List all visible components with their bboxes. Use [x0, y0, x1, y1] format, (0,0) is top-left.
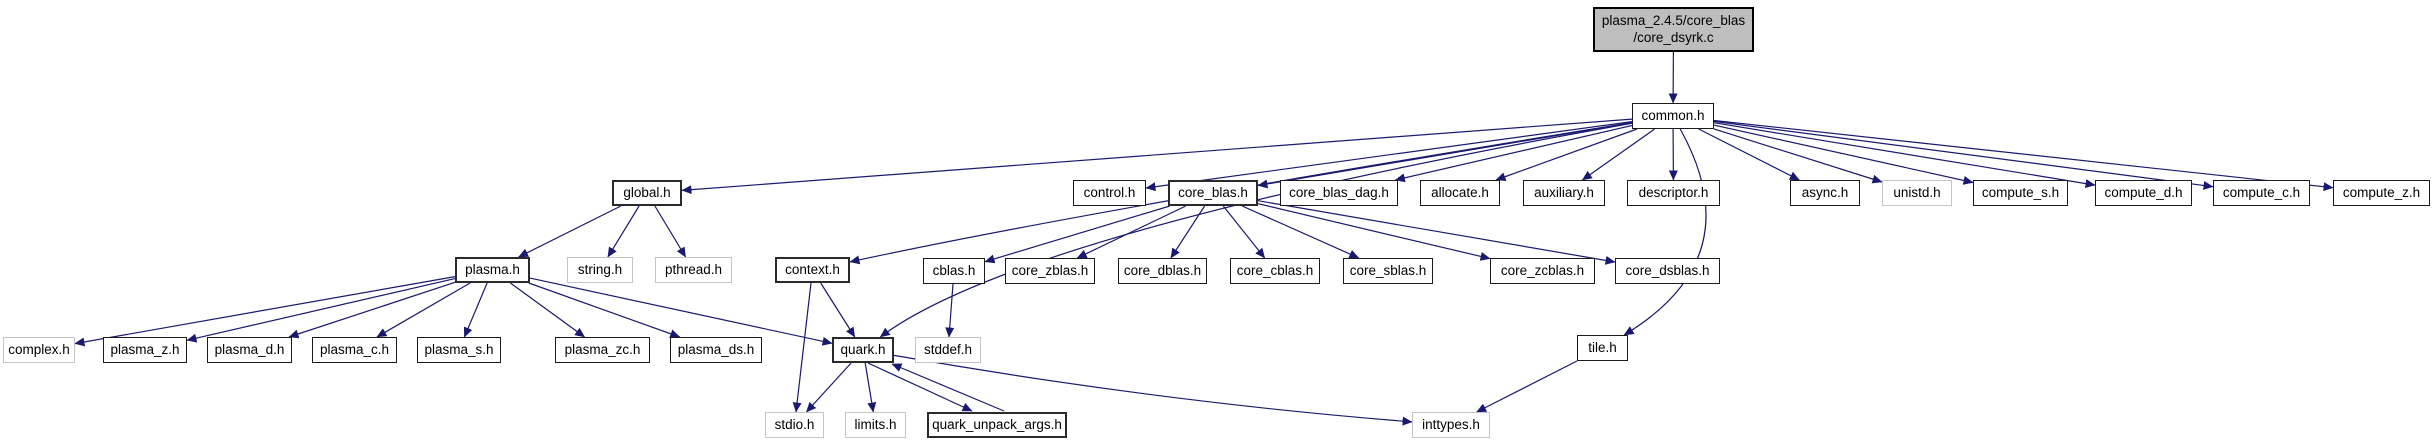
- edge-plasma-to-plasma-c: [376, 282, 471, 338]
- node-cblas[interactable]: cblas.h: [923, 258, 985, 284]
- node-core-dsblas[interactable]: core_dsblas.h: [1615, 258, 1720, 284]
- edge-plasma-to-plasma-ds: [528, 282, 681, 339]
- node-compute-c[interactable]: compute_c.h: [2213, 180, 2310, 206]
- node-descriptor[interactable]: descriptor.h: [1627, 180, 1720, 206]
- node-auxiliary[interactable]: auxiliary.h: [1523, 180, 1605, 206]
- node-plasma-zc[interactable]: plasma_zc.h: [555, 337, 650, 363]
- edge-core-blas-to-core-zcblas: [1257, 203, 1491, 261]
- node-quark[interactable]: quark.h: [832, 337, 894, 363]
- node-plasma-s[interactable]: plasma_s.h: [417, 337, 501, 363]
- edge-common-to-compute-z: [1713, 119, 2334, 192]
- node-plasma[interactable]: plasma.h: [455, 257, 530, 283]
- edge-cblas-to-stddef: [945, 283, 955, 338]
- edge-quark-to-stdio: [805, 362, 852, 413]
- edge-common-to-allocate: [1495, 128, 1638, 182]
- edge-plasma-to-plasma-z: [186, 278, 456, 343]
- node-core-blas[interactable]: core_blas.h: [1168, 180, 1258, 206]
- edge-quark-unpack-args-to-quark: [891, 363, 1005, 412]
- node-common[interactable]: common.h: [1632, 103, 1714, 129]
- edge-core-blas-to-core-dblas: [1170, 205, 1206, 259]
- node-core-sblas[interactable]: core_sblas.h: [1343, 258, 1433, 284]
- node-inttypes[interactable]: inttypes.h: [1412, 412, 1490, 438]
- edge-plasma-to-quark: [529, 277, 833, 346]
- node-compute-d[interactable]: compute_d.h: [2095, 180, 2192, 206]
- edge-plasma-to-plasma-d: [288, 281, 456, 339]
- edge-common-to-compute-d: [1713, 122, 2096, 189]
- edge-common-to-async: [1698, 128, 1800, 181]
- node-context[interactable]: context.h: [775, 257, 850, 283]
- node-plasma-z[interactable]: plasma_z.h: [103, 337, 187, 363]
- edge-core-blas-to-cblas: [984, 205, 1170, 264]
- edge-common-to-context: [849, 122, 1633, 265]
- node-control[interactable]: control.h: [1073, 180, 1146, 206]
- edge-global-to-plasma: [518, 205, 622, 258]
- edge-common-to-compute-s: [1713, 124, 1974, 185]
- node-stdio[interactable]: stdio.h: [765, 412, 824, 438]
- edge-context-to-quark: [820, 282, 856, 338]
- edge-common-to-compute-c: [1713, 120, 2214, 190]
- edge-plasma-to-plasma-s: [463, 282, 488, 338]
- node-plasma-ds[interactable]: plasma_ds.h: [670, 337, 762, 363]
- node-complex[interactable]: complex.h: [3, 337, 75, 363]
- node-quark-unpack-args[interactable]: quark_unpack_args.h: [927, 412, 1067, 438]
- node-tile[interactable]: tile.h: [1577, 335, 1628, 361]
- edge-context-to-stdio: [792, 282, 812, 413]
- edge-common-to-global: [681, 118, 1633, 195]
- edge-common-to-tile: [1623, 128, 1707, 336]
- node-core-dblas[interactable]: core_dblas.h: [1118, 258, 1207, 284]
- node-pthread[interactable]: pthread.h: [655, 257, 732, 283]
- node-global[interactable]: global.h: [612, 180, 682, 206]
- node-core-zblas[interactable]: core_zblas.h: [1005, 258, 1095, 284]
- edge-core-blas-to-core-zblas: [1076, 205, 1187, 259]
- node-plasma-c[interactable]: plasma_c.h: [312, 337, 397, 363]
- edge-quark-to-quark-unpack-args: [867, 362, 973, 412]
- edge-common-to-unistd: [1713, 128, 1883, 184]
- node-allocate[interactable]: allocate.h: [1420, 180, 1500, 206]
- edge-core-blas-to-core-dsblas: [1257, 200, 1616, 265]
- node-async[interactable]: async.h: [1790, 180, 1860, 206]
- edge-global-to-string: [607, 205, 640, 258]
- node-string[interactable]: string.h: [567, 257, 633, 283]
- node-core-cblas[interactable]: core_cblas.h: [1230, 258, 1320, 284]
- edge-quark-to-inttypes: [893, 354, 1413, 426]
- edge-tile-to-inttypes: [1476, 360, 1578, 413]
- edge-core-blas-to-core-sblas: [1241, 205, 1360, 259]
- edge-plasma-to-plasma-zc: [510, 282, 586, 338]
- node-core-zcblas[interactable]: core_zcblas.h: [1490, 258, 1595, 284]
- node-core-blas-dag[interactable]: core_blas_dag.h: [1280, 180, 1398, 206]
- node-limits[interactable]: limits.h: [845, 412, 906, 438]
- node-root[interactable]: plasma_2.4.5/core_blas /core_dsyrk.c: [1593, 7, 1754, 52]
- edge-core-blas-to-core-cblas: [1222, 205, 1266, 259]
- edge-common-to-quark: [879, 122, 1633, 338]
- edge-common-to-control: [1145, 121, 1633, 192]
- node-compute-s[interactable]: compute_s.h: [1973, 180, 2068, 206]
- edge-quark-to-limits: [864, 362, 877, 413]
- node-plasma-d[interactable]: plasma_d.h: [207, 337, 292, 363]
- edge-global-to-pthread: [654, 205, 687, 258]
- node-compute-z[interactable]: compute_z.h: [2333, 180, 2430, 206]
- node-unistd[interactable]: unistd.h: [1882, 180, 1952, 206]
- edge-common-to-core-blas-dag: [1394, 124, 1633, 183]
- node-stddef[interactable]: stddef.h: [915, 337, 981, 363]
- edge-plasma-to-complex: [74, 276, 456, 347]
- edge-common-to-auxiliary: [1581, 128, 1655, 181]
